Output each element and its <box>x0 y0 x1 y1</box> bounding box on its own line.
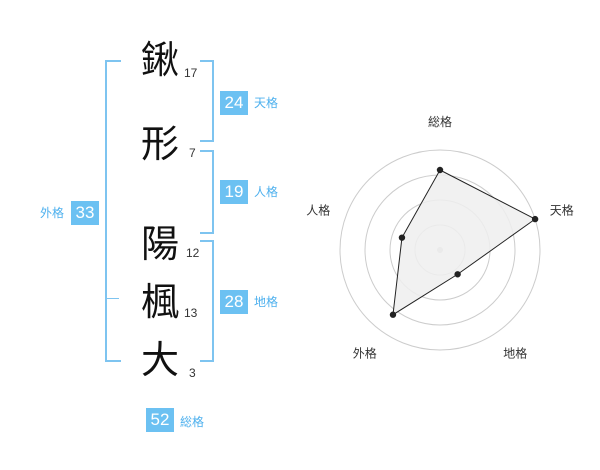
soukaku-value: 52 <box>146 408 174 432</box>
outer-bracket-divider <box>105 298 119 299</box>
gaikaku-label: 外格 <box>40 206 65 220</box>
radar-area <box>392 169 537 316</box>
outer-bracket <box>105 60 121 362</box>
radar-axis-label-5: 人格 <box>306 202 330 217</box>
radar-point-3 <box>454 271 461 278</box>
jinkaku-bracket <box>200 150 214 234</box>
stroke-count-4: 13 <box>184 306 198 320</box>
radar-axis-label-1: 総格 <box>428 114 452 129</box>
name-char-3: 陽 <box>140 222 179 266</box>
name-char-4: 楓 <box>140 280 179 324</box>
jinkaku-value: 19 <box>220 180 248 204</box>
tenkaku-label: 天格 <box>254 96 279 110</box>
stroke-count-5: 3 <box>189 366 196 380</box>
stroke-count-2: 7 <box>189 146 196 160</box>
name-char-1: 鍬 <box>140 38 179 82</box>
radar-ring <box>339 149 541 351</box>
chikaku-bracket <box>200 240 214 362</box>
jinkaku-label: 人格 <box>254 185 279 199</box>
gaikaku-value: 33 <box>71 201 99 225</box>
chikaku-label: 地格 <box>254 295 279 309</box>
radar-point-1 <box>436 166 444 174</box>
radar-point-2 <box>531 215 539 223</box>
name-char-5: 大 <box>140 338 179 382</box>
tenkaku-bracket <box>200 60 214 142</box>
radar-point-4 <box>389 311 397 318</box>
radar-axis-label-2: 天格 <box>550 202 574 217</box>
stroke-count-3: 12 <box>186 246 200 260</box>
stroke-count-1: 17 <box>184 66 198 80</box>
radar-point-5 <box>398 234 406 241</box>
tenkaku-value: 24 <box>220 91 248 115</box>
soukaku-label: 総格 <box>180 415 205 429</box>
radar-axis-label-4: 外格 <box>353 346 377 361</box>
chikaku-value: 28 <box>220 290 248 314</box>
name-char-2: 形 <box>140 122 179 166</box>
radar-axis-label-3: 地格 <box>503 346 527 361</box>
